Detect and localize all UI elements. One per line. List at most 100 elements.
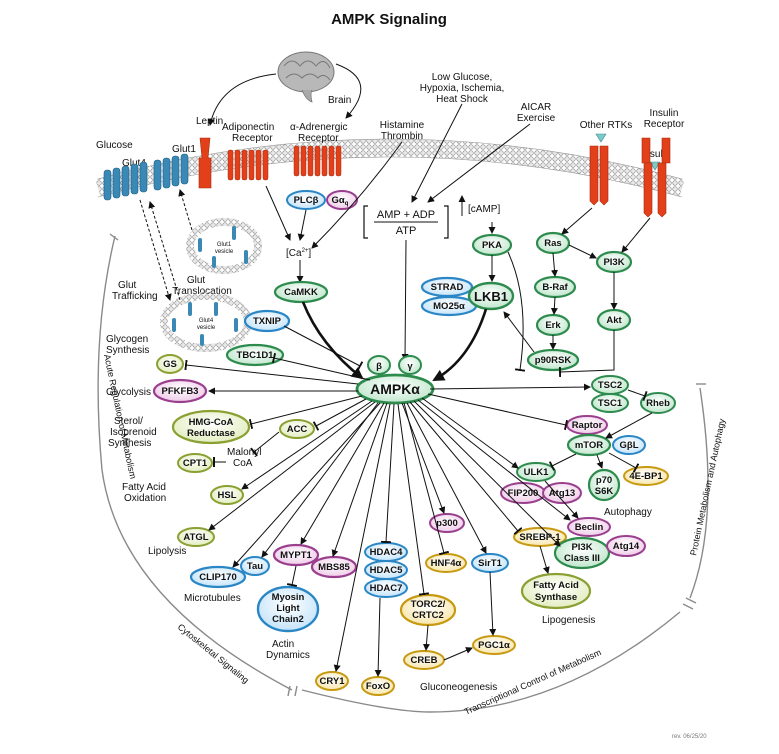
svg-text:vesicle: vesicle [197,325,216,331]
svg-text:[cAMP]: [cAMP] [468,204,500,215]
svg-text:Atg14: Atg14 [613,541,640,552]
svg-text:Beclin: Beclin [575,522,604,533]
ras-to-pi3k [568,244,597,259]
insulin-label: Insulin [642,149,671,160]
svg-text:Class III: Class III [564,553,600,564]
torc2-node: TORC2/ CRTC2 [399,593,457,627]
thrombin-label: Thrombin [381,131,423,142]
insr-to-pi3k [621,217,651,253]
svg-text:SREBP-1: SREBP-1 [519,532,561,543]
lipogenesis-label: Lipogenesis [542,615,595,626]
mo25a-node: MO25α [420,295,478,317]
svg-text:mTOR: mTOR [575,440,603,451]
sterol-label-1: Sterol/ [114,416,143,427]
glut-trafficking-label-2: Trafficking [112,291,158,302]
category-arcs [97,233,709,713]
ampk-gamma-node: γ [398,355,422,375]
pgc1a-node: PGC1α [472,635,516,655]
svg-text:Fatty Acid: Fatty Acid [533,580,579,591]
svg-text:PGC1α: PGC1α [478,640,510,651]
cry1-node: CRY1 [315,671,349,691]
aicar-to-amp-arrow [427,123,531,203]
sterol-label-2: Isoprenoid [110,427,157,438]
mtor-node: mTOR [566,433,612,457]
other-rtks-label: Other RTKs [580,120,633,131]
pi3k-class3-node: PI3K Class III [553,536,611,570]
gluconeogenesis-label: Gluconeogenesis [420,682,497,693]
camkk-to-ampk-arrow [301,301,364,380]
svg-text:p90RSK: p90RSK [535,355,572,366]
insulin-receptor-label-2: Receptor [644,119,685,130]
ebp1-node: 4E-BP1 [623,466,669,486]
camp-label: [cAMP] [458,195,500,216]
svg-text:ATP: ATP [396,225,417,237]
svg-text:GS: GS [163,359,177,370]
glut1-vesicle: Glut1 vesicle [186,218,262,274]
svg-text:MBS85: MBS85 [318,562,350,573]
microtubules-label: Microtubules [184,593,241,604]
actin-label-2: Dynamics [266,650,310,661]
svg-text:Glut1: Glut1 [217,242,232,248]
page-title: AMPK Signaling [331,11,447,28]
hsl-node: HSL [210,485,244,505]
rheb-node: Rheb [640,392,676,414]
svg-text:Erk: Erk [545,320,561,331]
svg-text:TBC1D1: TBC1D1 [237,350,275,361]
other-rtk-receptor [589,145,609,206]
glycogen-label-2: Synthesis [106,345,149,356]
pi3k-node: PI3K [595,250,633,274]
stress-label-1: Low Glucose, [432,72,493,83]
svg-text:GβL: GβL [620,440,639,451]
svg-text:CRY1: CRY1 [320,676,346,687]
braf-node: B-Raf [533,275,577,299]
hdac4-node: HDAC4 [364,542,408,562]
svg-text:ATGL: ATGL [183,532,208,543]
stress-label-3: Heat Shock [436,94,489,105]
svg-text:HSL: HSL [218,490,237,501]
adipo-to-ca-arrow [265,185,291,241]
svg-text:PFKFB3: PFKFB3 [162,386,199,397]
tau-node: Tau [240,556,270,576]
txnip-ampk-line [283,325,364,371]
svg-text:Gαq: Gαq [332,195,349,207]
fip200-node: FIP200 [500,482,546,504]
atg13-node: Atg13 [542,482,582,504]
gbl-node: GβL [612,435,646,455]
pfkfb3-node: PFKFB3 [152,378,208,404]
amp-atp-ratio: AMP + ADP ATP [363,205,449,239]
svg-text:AMPKα: AMPKα [370,381,420,397]
svg-text:CPT1: CPT1 [183,458,208,469]
erk-node: Erk [535,313,571,337]
svg-text:STRAD: STRAD [431,282,464,293]
creb-node: CREB [403,650,445,670]
pka-node: PKA [471,233,513,257]
pka-side-line [507,251,526,372]
akt-inhibit-line [558,330,615,378]
glut-translocation-label-1: Glut [187,275,206,286]
svg-text:CREB: CREB [411,655,438,666]
p90rsk-to-lkb1 [503,311,535,353]
srebp1-node: SREBP-1 [513,527,567,547]
svg-text:LKB1: LKB1 [474,289,508,304]
glucose-label: Glucose [96,140,133,151]
malonyl-label-1: Malonyl [227,447,261,458]
glut4-label: Glut4 [122,158,146,169]
svg-text:p300: p300 [436,518,458,529]
lkb1-to-ampk-arrow [432,308,488,382]
cytoskeletal-signaling-label: Cytoskeletal Signaling [176,622,251,686]
calcium-label: [Ca2+] [286,248,311,259]
insulin-receptor-label-1: Insulin [650,108,679,119]
tsc1-node: TSC1 [591,393,629,413]
svg-text:HMG-CoA: HMG-CoA [189,417,234,428]
beclin-node: Beclin [567,517,611,537]
svg-text:[Ca2+]: [Ca2+] [286,248,311,259]
glycolysis-label: Glycolysis [106,387,151,398]
glut1-transporter [153,153,189,191]
svg-text:4E-BP1: 4E-BP1 [629,471,663,482]
acc-node: ACC [279,419,315,439]
fao-label-2: Oxidation [124,493,166,504]
svg-text:Reductase: Reductase [187,428,235,439]
fao-label-1: Fatty Acid [122,482,166,493]
lkb1-node: LKB1 [467,281,515,311]
svg-text:Synthase: Synthase [535,592,577,603]
